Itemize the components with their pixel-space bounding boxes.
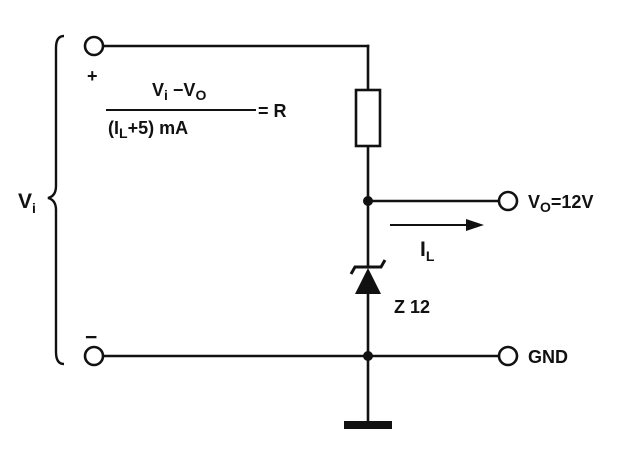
load-current-arrow [390,219,484,231]
formula-equals-r: = R [258,101,287,121]
ground-junction-dot [363,351,373,361]
zener-diode-bar [349,259,387,275]
ground-bar [344,421,392,429]
load-current-label: IL [420,238,435,264]
formula-numerator: Vi −VO [152,80,206,103]
input-positive-terminal [83,35,105,57]
formula-denominator: (IL+5) mA [108,118,188,141]
zener-diode [349,259,387,294]
resistor [354,88,382,148]
zener-label: Z 12 [394,297,430,317]
output-terminal [497,190,519,212]
positive-sign: + [87,66,98,86]
current-arrow-head [466,219,484,231]
input-voltage-label: Vi [18,190,36,216]
ground-terminal [497,345,519,367]
input-negative-terminal [83,345,105,367]
zener-diode-triangle [355,268,381,294]
negative-sign: − [85,326,97,349]
ground-label: GND [528,347,568,367]
output-voltage-label: VO=12V [528,192,593,215]
input-voltage-bracket [47,34,65,366]
output-junction-dot [363,196,373,206]
